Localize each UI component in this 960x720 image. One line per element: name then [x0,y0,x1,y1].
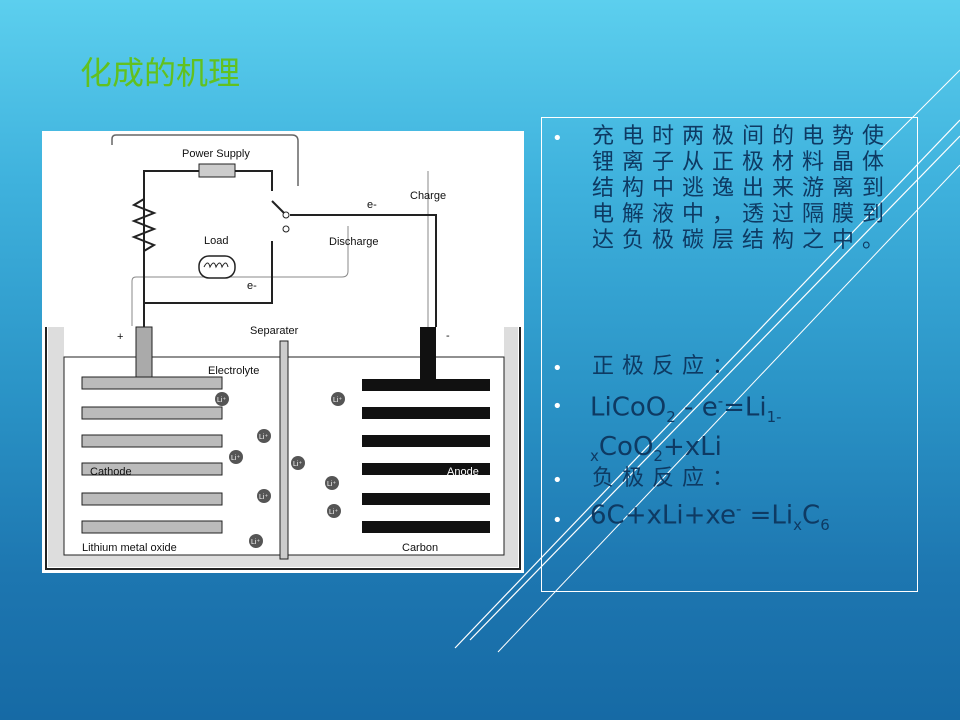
switch [271,200,285,214]
explanation-paragraph: 充电时两极间的电势使锂离子从正极材料晶体结构中逃逸出来游离到电解液中，透过隔膜到… [592,124,893,253]
li-ion-label: Li⁺ [217,397,226,404]
li-ion-label: Li⁺ [259,494,268,501]
li-ion: Li⁺ [249,534,263,548]
electron-label-top: e- [367,199,377,211]
bullet: • [552,128,563,149]
negative-reaction-label: 负极反应： [592,466,743,491]
container-floor [48,555,518,567]
charge-label: Charge [410,190,446,202]
coil-loops [203,262,229,269]
li-ion-label: Li⁺ [333,397,342,404]
cathode-plate [81,520,223,534]
bullet: • [552,470,563,491]
discharge-wire [131,226,349,326]
minus-sign: - [446,330,450,342]
anode-plate [362,407,490,419]
li-ion-label: Li⁺ [293,461,302,468]
deco-line [879,69,960,151]
discharge-label: Discharge [329,236,379,248]
circuit-wire [143,241,273,327]
li-ion: Li⁺ [325,476,339,490]
anode-plate [362,463,490,475]
li-ion: Li⁺ [327,504,341,518]
li-ion-label: Li⁺ [251,539,260,546]
switch-contact [282,225,290,233]
separator [279,340,289,560]
positive-reaction-formula: LiCoO2 - e-=Li1-xCoO2+xLi [590,392,782,466]
load-coil [198,255,236,279]
switch-contact [282,211,290,219]
li-ion: Li⁺ [257,429,271,443]
anode-terminal [420,327,436,379]
anode-plate [362,493,490,505]
li-ion-label: Li⁺ [231,455,240,462]
cathode-plate [81,462,223,476]
li-ion: Li⁺ [291,456,305,470]
plus-sign: + [117,331,123,343]
deco-line [497,164,960,653]
carbon-label: Carbon [402,542,438,554]
li-ion-label: Li⁺ [329,509,338,516]
container-wall-right [504,327,518,567]
battery-diagram: Power Supply Load Charge Discharge e- e-… [42,131,524,573]
deco-line [469,135,960,641]
separater-label: Separater [250,325,299,337]
anode-plate [362,521,490,533]
bullet: • [552,396,563,417]
reaction-text-box: • 充电时两极间的电势使锂离子从正极材料晶体结构中逃逸出来游离到电解液中，透过隔… [541,117,918,592]
li-ion: Li⁺ [229,450,243,464]
power-supply-box [198,163,236,178]
li-ion: Li⁺ [331,392,345,406]
cathode-terminal [135,326,153,380]
cathode-plate [81,434,223,448]
li-ion-label: Li⁺ [327,481,336,488]
cathode-plate [81,376,223,390]
bullet: • [552,358,563,379]
positive-reaction-label: 正极反应： [592,354,743,379]
li-ion: Li⁺ [215,392,229,406]
li-ion-label: Li⁺ [259,434,268,441]
load-label: Load [204,235,228,247]
cathode-label: Cathode [90,466,132,478]
power-supply-label: Power Supply [182,148,250,160]
cathode-plate [81,492,223,506]
anode-plate [362,435,490,447]
container [45,327,521,570]
anode-label: Anode [447,466,479,478]
li-ion: Li⁺ [257,489,271,503]
bullet: • [552,510,563,531]
negative-reaction-formula: 6C+xLi+xe- =LixC6 [590,500,830,534]
deco-line [454,119,960,649]
container-wall-left [48,327,64,567]
resistor [131,198,157,252]
electrolyte-label: Electrolyte [208,365,259,377]
lithium-oxide-label: Lithium metal oxide [82,542,177,554]
outer-wire [111,134,299,186]
slide-title: 化成的机理 [80,54,241,92]
anode-plate [362,379,490,391]
electron-label-bottom: e- [247,280,257,292]
cathode-plate [81,406,223,420]
circuit-wire [290,214,437,327]
